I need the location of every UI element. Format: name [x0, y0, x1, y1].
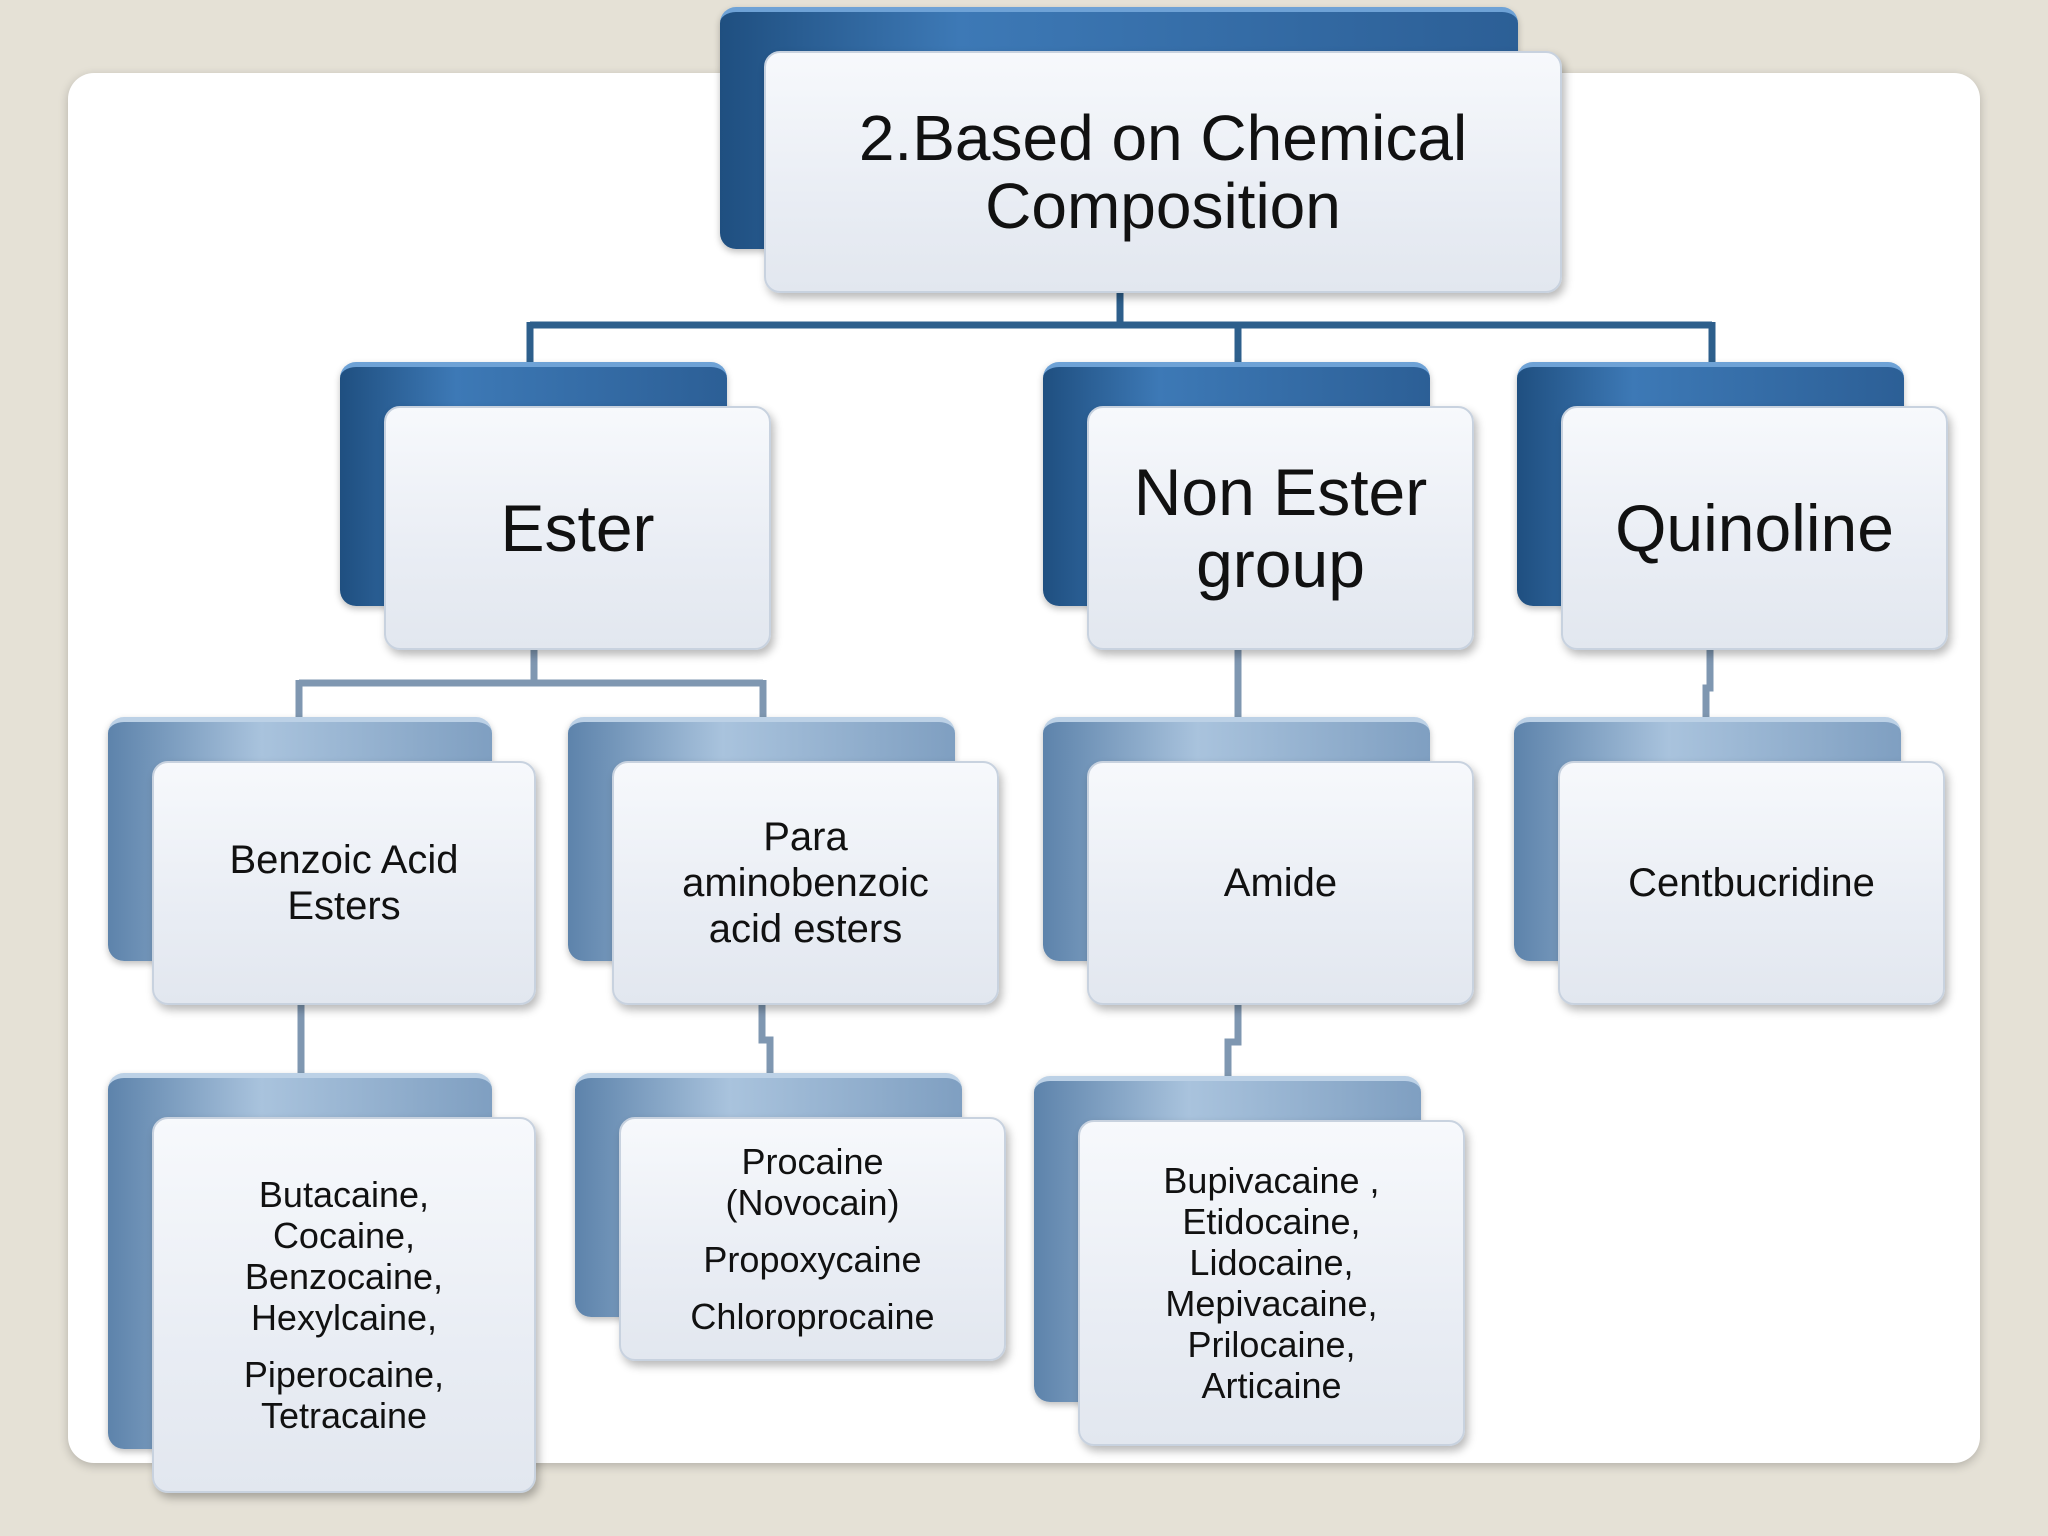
quinoline-node-box: Quinoline [1561, 406, 1948, 650]
benzoic-examples-box: Butacaine, Cocaine, Benzocaine, Hexylcai… [152, 1117, 536, 1493]
connector-to-amide-examples [1224, 1005, 1242, 1080]
para-aminobenzoic-esters-box: Para aminobenzoic acid esters [612, 761, 999, 1005]
paba-examples-box: Procaine (Novocain) Propoxycaine Chlorop… [619, 1117, 1006, 1361]
root-connectors [526, 285, 1716, 370]
level2-connectors [295, 650, 1714, 725]
paba-example-chloroprocaine: Chloroprocaine [690, 1296, 935, 1337]
benzoic-examples-group-2: Piperocaine, Tetracaine [243, 1354, 445, 1436]
benzoic-acid-esters-box: Benzoic Acid Esters [152, 761, 536, 1005]
root-node-label: 2.Based on Chemical Composition [858, 102, 1468, 242]
ester-node-label: Ester [500, 491, 655, 565]
ester-node: Ester [340, 362, 771, 650]
para-aminobenzoic-esters-node: Para aminobenzoic acid esters [568, 717, 999, 1005]
amide-box: Amide [1087, 761, 1474, 1005]
paba-example-propoxycaine: Propoxycaine [703, 1239, 922, 1280]
centbucridine-box: Centbucridine [1558, 761, 1945, 1005]
non-ester-node-label: Non Ester group [1133, 455, 1428, 601]
quinoline-node-label: Quinoline [1615, 491, 1894, 565]
amide-examples-node: Bupivacaine , Etidocaine, Lidocaine, Mep… [1034, 1076, 1465, 1446]
quinoline-node: Quinoline [1517, 362, 1948, 650]
root-node-box: 2.Based on Chemical Composition [764, 51, 1562, 293]
root-node: 2.Based on Chemical Composition [720, 7, 1562, 293]
centbucridine-label: Centbucridine [1628, 861, 1875, 905]
connector-to-centbucridine [1702, 650, 1714, 725]
level3-connectors [297, 1005, 1242, 1080]
ester-node-box: Ester [384, 406, 771, 650]
amide-node: Amide [1043, 717, 1474, 1005]
benzoic-acid-esters-node: Benzoic Acid Esters [108, 717, 536, 1005]
paba-examples-node: Procaine (Novocain) Propoxycaine Chlorop… [575, 1073, 1006, 1361]
benzoic-examples-node: Butacaine, Cocaine, Benzocaine, Hexylcai… [108, 1073, 536, 1493]
benzoic-acid-esters-label: Benzoic Acid Esters [229, 838, 459, 928]
amide-examples-list: Bupivacaine , Etidocaine, Lidocaine, Mep… [1163, 1160, 1380, 1406]
centbucridine-node: Centbucridine [1514, 717, 1945, 1005]
para-aminobenzoic-esters-label: Para aminobenzoic acid esters [682, 815, 929, 951]
connector-to-paba-examples [758, 1005, 774, 1080]
amide-label: Amide [1223, 861, 1338, 905]
paba-example-procaine: Procaine (Novocain) [725, 1141, 900, 1223]
non-ester-node: Non Ester group [1043, 362, 1474, 650]
benzoic-examples-group-1: Butacaine, Cocaine, Benzocaine, Hexylcai… [244, 1174, 444, 1338]
amide-examples-box: Bupivacaine , Etidocaine, Lidocaine, Mep… [1078, 1120, 1465, 1446]
non-ester-node-box: Non Ester group [1087, 406, 1474, 650]
